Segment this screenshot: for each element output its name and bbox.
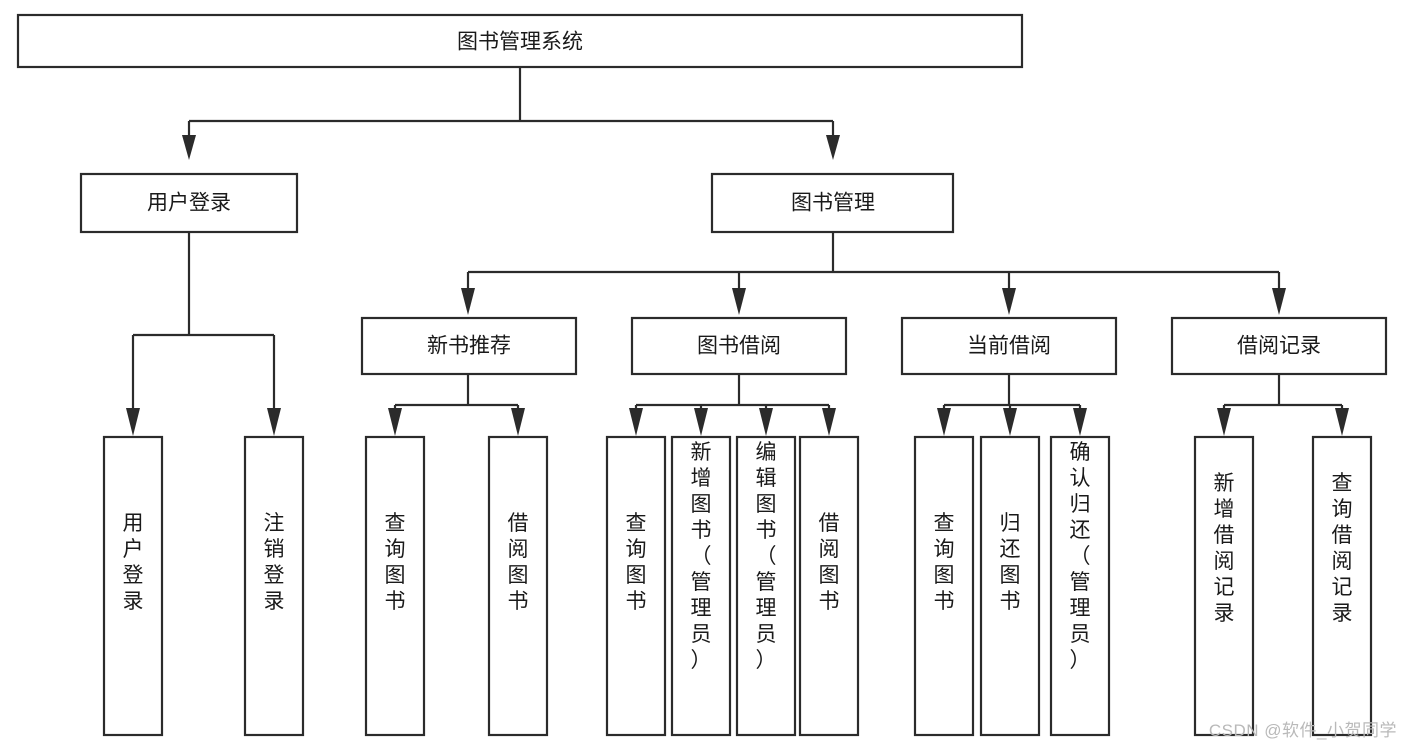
leaf-user-login-box[interactable] — [102, 435, 164, 737]
leaf-node[interactable]: 新增借阅记录 — [1193, 435, 1255, 737]
leaf-confirm-return-box[interactable] — [1049, 435, 1111, 737]
leaf-borrow-book-1-box[interactable] — [487, 435, 549, 737]
arrow-icon — [732, 288, 746, 315]
leaf-node[interactable]: 借阅图书 — [487, 435, 549, 737]
leaf-logout-box[interactable] — [243, 435, 305, 737]
node-borrow-record-box[interactable] — [1170, 316, 1388, 376]
node-borrow-record-label: 借阅记录 — [1237, 335, 1321, 358]
node-book-borrow-label: 图书借阅 — [697, 335, 781, 358]
node-current-borrow-box[interactable] — [900, 316, 1118, 376]
leaf-query-book-2-label: 查询图书 — [626, 512, 647, 613]
connector-userlogin-to-leaves — [126, 232, 281, 436]
leaf-node[interactable]: 用户登录 — [102, 435, 164, 737]
leaf-node[interactable]: 注销登录 — [243, 435, 305, 737]
arrow-icon — [511, 408, 525, 436]
node-user-login[interactable]: 用户登录 — [79, 172, 299, 234]
connector-bookborrow-to-leaves — [629, 374, 836, 436]
leaf-node[interactable]: 查询图书 — [913, 435, 975, 737]
leaf-node[interactable]: 确认归还（管理员） — [1049, 435, 1111, 737]
arrow-icon — [388, 408, 402, 436]
arrow-icon — [1003, 408, 1017, 436]
arrow-icon — [126, 408, 140, 436]
leaf-logout-label: 注销登录 — [264, 512, 285, 613]
connector-newbook-to-leaves — [388, 374, 525, 436]
leaf-query-book-3-box[interactable] — [913, 435, 975, 737]
connector-bookmgmt-to-level3 — [461, 232, 1286, 315]
arrow-icon — [182, 135, 196, 160]
leaf-add-borrow-record-box[interactable] — [1193, 435, 1255, 737]
node-book-management-box[interactable] — [710, 172, 955, 234]
leaf-edit-book-label: 编辑图书（管理员） — [756, 441, 777, 672]
leaf-confirm-return-label: 确认归还（管理员） — [1070, 441, 1091, 672]
leaf-node[interactable]: 新增图书（管理员） — [670, 435, 732, 737]
leaf-borrow-book-1-label: 借阅图书 — [508, 512, 529, 613]
leaf-node[interactable]: 查询图书 — [364, 435, 426, 737]
node-book-management[interactable]: 图书管理 — [710, 172, 955, 234]
leaf-node[interactable]: 编辑图书（管理员） — [735, 435, 797, 737]
leaf-borrow-book-2-box[interactable] — [798, 435, 860, 737]
arrow-icon — [937, 408, 951, 436]
node-current-borrow-label: 当前借阅 — [967, 335, 1051, 358]
leaf-edit-book-box[interactable] — [735, 435, 797, 737]
arrow-icon — [1073, 408, 1087, 436]
leaf-user-login-label: 用户登录 — [123, 512, 144, 613]
leaf-add-borrow-record-label: 新增借阅记录 — [1214, 472, 1235, 625]
arrow-icon — [759, 408, 773, 436]
leaf-node[interactable]: 查询图书 — [605, 435, 667, 737]
connector-currentborrow-to-leaves — [937, 374, 1087, 436]
node-root-box[interactable] — [16, 13, 1024, 69]
connector-root-to-level2 — [182, 67, 840, 160]
arrow-icon — [461, 288, 475, 315]
node-book-borrow[interactable]: 图书借阅 — [630, 316, 848, 376]
node-book-management-label: 图书管理 — [791, 192, 875, 215]
leaf-borrow-book-2-label: 借阅图书 — [819, 512, 840, 613]
arrow-icon — [1272, 288, 1286, 315]
node-new-book-recommend-box[interactable] — [360, 316, 578, 376]
arrow-icon — [694, 408, 708, 436]
arrow-icon — [1335, 408, 1349, 436]
arrow-icon — [629, 408, 643, 436]
leaf-query-borrow-record-box[interactable] — [1311, 435, 1373, 737]
arrow-icon — [822, 408, 836, 436]
arrow-icon — [826, 135, 840, 160]
node-current-borrow[interactable]: 当前借阅 — [900, 316, 1118, 376]
leaf-query-book-1-box[interactable] — [364, 435, 426, 737]
leaf-query-book-1-label: 查询图书 — [385, 512, 406, 613]
leaf-node[interactable]: 借阅图书 — [798, 435, 860, 737]
arrow-icon — [1002, 288, 1016, 315]
arrow-icon — [267, 408, 281, 436]
leaf-return-book-box[interactable] — [979, 435, 1041, 737]
node-root[interactable]: 图书管理系统 — [16, 13, 1024, 69]
leaf-node[interactable]: 归还图书 — [979, 435, 1041, 737]
node-user-login-box[interactable] — [79, 172, 299, 234]
connector-borrowrecord-to-leaves — [1217, 374, 1349, 436]
leaf-node[interactable]: 查询借阅记录 — [1311, 435, 1373, 737]
node-new-book-recommend[interactable]: 新书推荐 — [360, 316, 578, 376]
node-user-login-label: 用户登录 — [147, 192, 231, 215]
leaf-add-book-box[interactable] — [670, 435, 732, 737]
node-root-label: 图书管理系统 — [457, 31, 583, 54]
node-borrow-record[interactable]: 借阅记录 — [1170, 316, 1388, 376]
leaf-query-book-3-label: 查询图书 — [934, 512, 955, 613]
leaf-query-book-2-box[interactable] — [605, 435, 667, 737]
node-new-book-recommend-label: 新书推荐 — [427, 335, 511, 358]
leaf-query-borrow-record-label: 查询借阅记录 — [1332, 472, 1353, 625]
leaf-return-book-label: 归还图书 — [1000, 512, 1021, 613]
node-book-borrow-box[interactable] — [630, 316, 848, 376]
leaf-add-book-label: 新增图书（管理员） — [691, 441, 712, 672]
arrow-icon — [1217, 408, 1231, 436]
